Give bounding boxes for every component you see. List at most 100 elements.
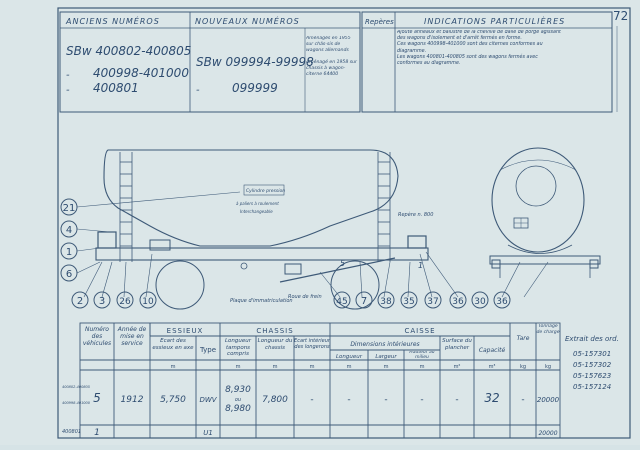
cell-dash: - [420, 395, 423, 405]
cell-long-tamp-a: 8,930 [225, 385, 251, 395]
col-tare: Tare [517, 335, 530, 342]
table-header: Numéro des véhicules Année de mise en se… [83, 324, 560, 360]
header-old-new: ANCIENS NUMÉROS NOUVEAUX NUMÉROS SBw 400… [59, 11, 361, 113]
indications-title: INDICATIONS PARTICULIÈRES [424, 15, 565, 26]
cell-long-tamp-or: ou [235, 397, 241, 403]
group-chassis: CHASSIS [256, 327, 293, 335]
unit: kg [545, 364, 551, 370]
col-numero: Numéro des véhicules [83, 326, 111, 347]
cell-long-chassis: 7,800 [262, 395, 288, 405]
group-essieux: ESSIEUX [167, 327, 204, 335]
col-ecart: Écart des essieux en axe [152, 338, 193, 351]
old-numbers-title: ANCIENS NUMÉROS [65, 15, 160, 26]
callout-45: 45 [336, 297, 347, 307]
unit: m [236, 364, 241, 370]
col-capacite: Capacité [479, 347, 506, 354]
unit: kg [520, 364, 526, 370]
ladder-left [119, 152, 133, 262]
amenagement-note-2: Aménagé en 1958 sur chassis à wagon-cite… [306, 60, 357, 77]
unit: m [384, 364, 389, 370]
callout-36b: 36 [496, 297, 508, 307]
unit: m [310, 364, 315, 370]
tank-body [103, 149, 399, 247]
note-box-text: Cylindre pression [246, 188, 285, 194]
row-label-2: 400998-401000 [62, 401, 91, 405]
wagon-end-view [489, 147, 601, 278]
reperes-title: Repères [365, 18, 394, 26]
indication-line: Les wagons 400801-400805 sont des wagons… [397, 54, 538, 60]
underframe [95, 247, 429, 261]
row2-label: 400801 [62, 429, 81, 435]
cell-dash: - [310, 395, 313, 405]
cell-type: DWV [199, 396, 217, 404]
callout-37: 37 [427, 297, 438, 307]
cell-ecart: 5,750 [160, 395, 186, 405]
unit: m² [454, 364, 461, 370]
note-line-2: Interchangeable [240, 209, 273, 214]
bottom-note-1: Plaque d'immatriculation [230, 298, 293, 304]
unit: m [171, 364, 176, 370]
brake-cylinder [149, 239, 171, 251]
callout-2: 2 [77, 296, 83, 307]
unit: m [347, 364, 352, 370]
cell-capacite: 32 [484, 391, 499, 405]
callouts-bottom: 2 3 26 10 45 7 38 35 37 36 30 36 [71, 291, 511, 309]
group-caisse: CAISSE [404, 327, 435, 335]
cell-numero: 1 [94, 428, 100, 438]
col-ecart-long: Écart intérieur des longerons [294, 338, 330, 350]
cell-numero: 5 [93, 391, 101, 405]
cell-dash: - [384, 395, 387, 405]
callout-30: 30 [474, 297, 486, 307]
old-number-1: SBw 400802-400805 [66, 44, 191, 58]
extrait-column: Extrait des ord. 05-157301 05-157302 05-… [565, 335, 619, 391]
extrait-ref: 05-157301 [573, 350, 611, 358]
row-label-1: 400802-400805 [62, 385, 91, 389]
header-indications: Repères INDICATIONS PARTICULIÈRES Ajouté… [361, 11, 613, 113]
old-number-3: 400801 [93, 81, 139, 95]
cell-dash: - [455, 395, 458, 405]
table-row: 1 U1 20000 [94, 428, 558, 438]
brake-rod [279, 257, 396, 283]
cell-long-tamp-b: 8,980 [225, 404, 251, 414]
callout-38: 38 [380, 297, 392, 307]
callout-3: 3 [99, 296, 105, 307]
new-number-2: 099999 [232, 81, 278, 95]
page-number: 72 [613, 9, 628, 23]
col-hauteur: Hauteur au milieu [409, 351, 434, 359]
leader-lines [76, 191, 549, 298]
callout-1: 1 [66, 247, 72, 258]
amenagement-note-1: Aménagés en 1955 sur châs-sis de wagons … [306, 36, 351, 53]
col-largeur: Largeur [375, 354, 397, 360]
new-number-1: SBw 099994-99998 [196, 55, 314, 69]
callout-26: 26 [119, 297, 131, 307]
callouts-left: 21 4 1 6 [60, 198, 78, 282]
indication-line: diagramme. [397, 48, 427, 54]
table-row: 5 1912 5,750 DWV 8,930 ou 8,980 7,800 - … [93, 385, 559, 414]
side-label: Repère n. 800 [398, 211, 433, 218]
bottom-note-2: Roue de frein [288, 294, 322, 300]
col-annee: Année de mise en service [118, 326, 147, 347]
cell-dash: - [521, 395, 524, 405]
wheel-right [330, 260, 380, 310]
note-line-1: à paliers à roulement [236, 201, 279, 206]
unit: m [273, 364, 278, 370]
col-extrait: Extrait des ord. [565, 335, 619, 343]
callout-21: 21 [63, 203, 76, 214]
callout-36: 36 [452, 297, 464, 307]
callout-35: 35 [403, 297, 414, 307]
indications-text: Ajouté anneaux et balustre de la chevill… [397, 30, 561, 66]
plate-marker [240, 262, 248, 270]
indication-line: Ces wagons 400998-401000 sont des citern… [397, 42, 543, 48]
col-long-chassis: Longueur du chassis [258, 338, 293, 351]
old-number-2: 400998-401000 [93, 66, 189, 80]
extrait-ref: 05-157623 [573, 372, 611, 380]
cell-tonnage: 20000 [538, 430, 557, 437]
dim-mark-1: 1 [418, 261, 423, 270]
callout-10: 10 [142, 297, 154, 307]
ditto-mark-2: - [66, 85, 70, 96]
ditto-mark-1: - [66, 70, 70, 81]
col-long-tamp: Longueur tampons compris [225, 338, 251, 357]
table-units: m m m m m m m m² m³ kg kg [171, 364, 551, 370]
